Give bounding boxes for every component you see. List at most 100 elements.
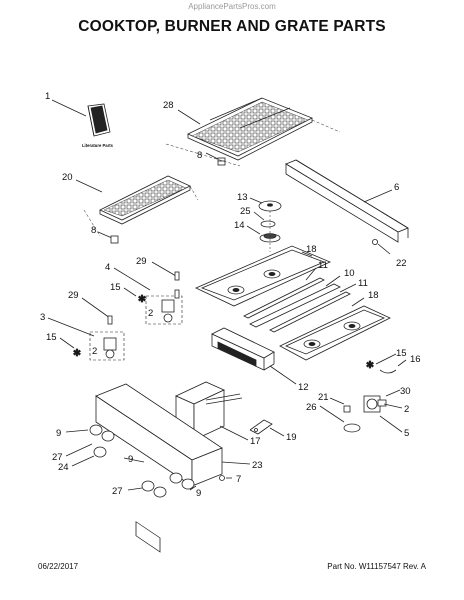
rear-trim-screw: [371, 238, 378, 245]
callout-25: 25: [240, 206, 251, 217]
callout-19: 19: [286, 432, 297, 443]
leader-2c: [383, 403, 403, 409]
callout-5: 5: [404, 428, 409, 439]
leader-15c: [375, 353, 397, 365]
page-title: COOKTOP, BURNER AND GRATE PARTS: [78, 18, 386, 35]
control-panel: [95, 383, 223, 553]
main-grate: [187, 97, 313, 161]
callout-2: 2: [92, 346, 97, 357]
callout-23: 23: [252, 460, 263, 471]
leader-30: [385, 389, 401, 397]
leader-18a: [301, 251, 313, 257]
callout-9: 9: [128, 454, 133, 465]
trim-strip-upper: [243, 277, 325, 319]
leader-20: [75, 179, 103, 193]
callout-2: 2: [404, 404, 409, 415]
leader-11a: [305, 267, 317, 281]
literature-parts-label: Literature Parts: [82, 143, 114, 148]
callout-17: 17: [250, 436, 261, 447]
leader-29a: [151, 261, 177, 277]
burner-pan-lower: [279, 305, 391, 361]
callout-13: 13: [237, 192, 248, 203]
leader-13: [249, 197, 263, 204]
callout-29: 29: [68, 290, 79, 301]
leader-22: [377, 243, 391, 255]
side-grate: [99, 175, 191, 225]
leader-29b: [81, 297, 111, 319]
leader-21: [329, 397, 345, 405]
leader-18b: [351, 297, 365, 307]
callout-15: 15: [110, 282, 121, 293]
screw-29b: [107, 315, 113, 325]
callout-labels: 1 28 8 20 8 6 13 25 14 18 22 4 29 15 2 1…: [40, 91, 421, 499]
valve-group-right: [343, 369, 397, 433]
leader-5: [379, 415, 403, 433]
callout-11: 11: [358, 278, 368, 289]
svg-text:✱: ✱: [73, 348, 81, 359]
leader-23: [221, 461, 251, 465]
grate-foot-1: [217, 157, 226, 166]
callout-7: 7: [236, 474, 241, 485]
footer-date: 06/22/2017: [38, 562, 79, 571]
burner-cap: [258, 200, 282, 212]
callout-27: 27: [52, 452, 63, 463]
callout-10: 10: [344, 268, 355, 279]
watermark: AppliancePartsPros.com: [188, 2, 276, 11]
callout-2: 2: [148, 308, 153, 319]
trim-strip-lower: [269, 291, 351, 333]
valve-group-lower: [89, 331, 125, 361]
callout-30: 30: [400, 386, 411, 397]
footer-part-number: Part No. W11157547 Rev. A: [327, 562, 426, 571]
callout-28: 28: [163, 100, 174, 111]
callout-14: 14: [234, 220, 245, 231]
callout-29: 29: [136, 256, 147, 267]
callout-21: 21: [318, 392, 329, 403]
callout-3: 3: [40, 312, 45, 323]
callout-11: 11: [318, 260, 328, 271]
leader-12: [269, 365, 297, 385]
leader-4: [113, 267, 151, 291]
leader-28: [177, 109, 201, 125]
grate-foot-2: [110, 235, 119, 244]
leader-15a: [123, 287, 137, 297]
leader-24: [71, 455, 95, 467]
burner-head: [260, 220, 276, 228]
leader-9c: [189, 485, 197, 491]
leader-10: [325, 275, 341, 287]
leader-17: [219, 425, 249, 441]
leader-11b: [339, 283, 357, 293]
leader-15b: [59, 337, 75, 349]
callout-9: 9: [56, 428, 61, 439]
knobs: [89, 424, 195, 498]
bracket-clip: [249, 419, 273, 435]
callout-9: 9: [196, 488, 201, 499]
center-trim: [249, 283, 341, 328]
leader-9a: [65, 429, 89, 433]
callout-15: 15: [46, 332, 57, 343]
callout-6: 6: [394, 182, 399, 193]
spark-module: [211, 327, 275, 371]
callout-12: 12: [298, 382, 309, 393]
callout-4: 4: [105, 262, 110, 273]
leader-16: [397, 359, 407, 367]
leader-27b: [127, 487, 143, 491]
callout-16: 16: [410, 354, 421, 365]
callout-22: 22: [396, 258, 407, 269]
callout-18: 18: [306, 244, 317, 255]
callout-8: 8: [197, 150, 202, 161]
leader-14: [246, 225, 261, 235]
leader-3: [47, 317, 95, 337]
leader-8b: [97, 231, 113, 239]
screw-7: [219, 475, 225, 481]
leader-6: [363, 189, 393, 203]
screw-29a: [174, 271, 180, 281]
burner-pan-upper: [195, 245, 331, 307]
leader-19: [269, 427, 285, 437]
callout-26: 26: [306, 402, 317, 413]
literature-parts-booklet: [87, 103, 111, 137]
rear-trim: [285, 159, 409, 243]
callout-1: 1: [45, 91, 50, 102]
callout-8: 8: [91, 225, 96, 236]
callout-20: 20: [62, 172, 73, 183]
